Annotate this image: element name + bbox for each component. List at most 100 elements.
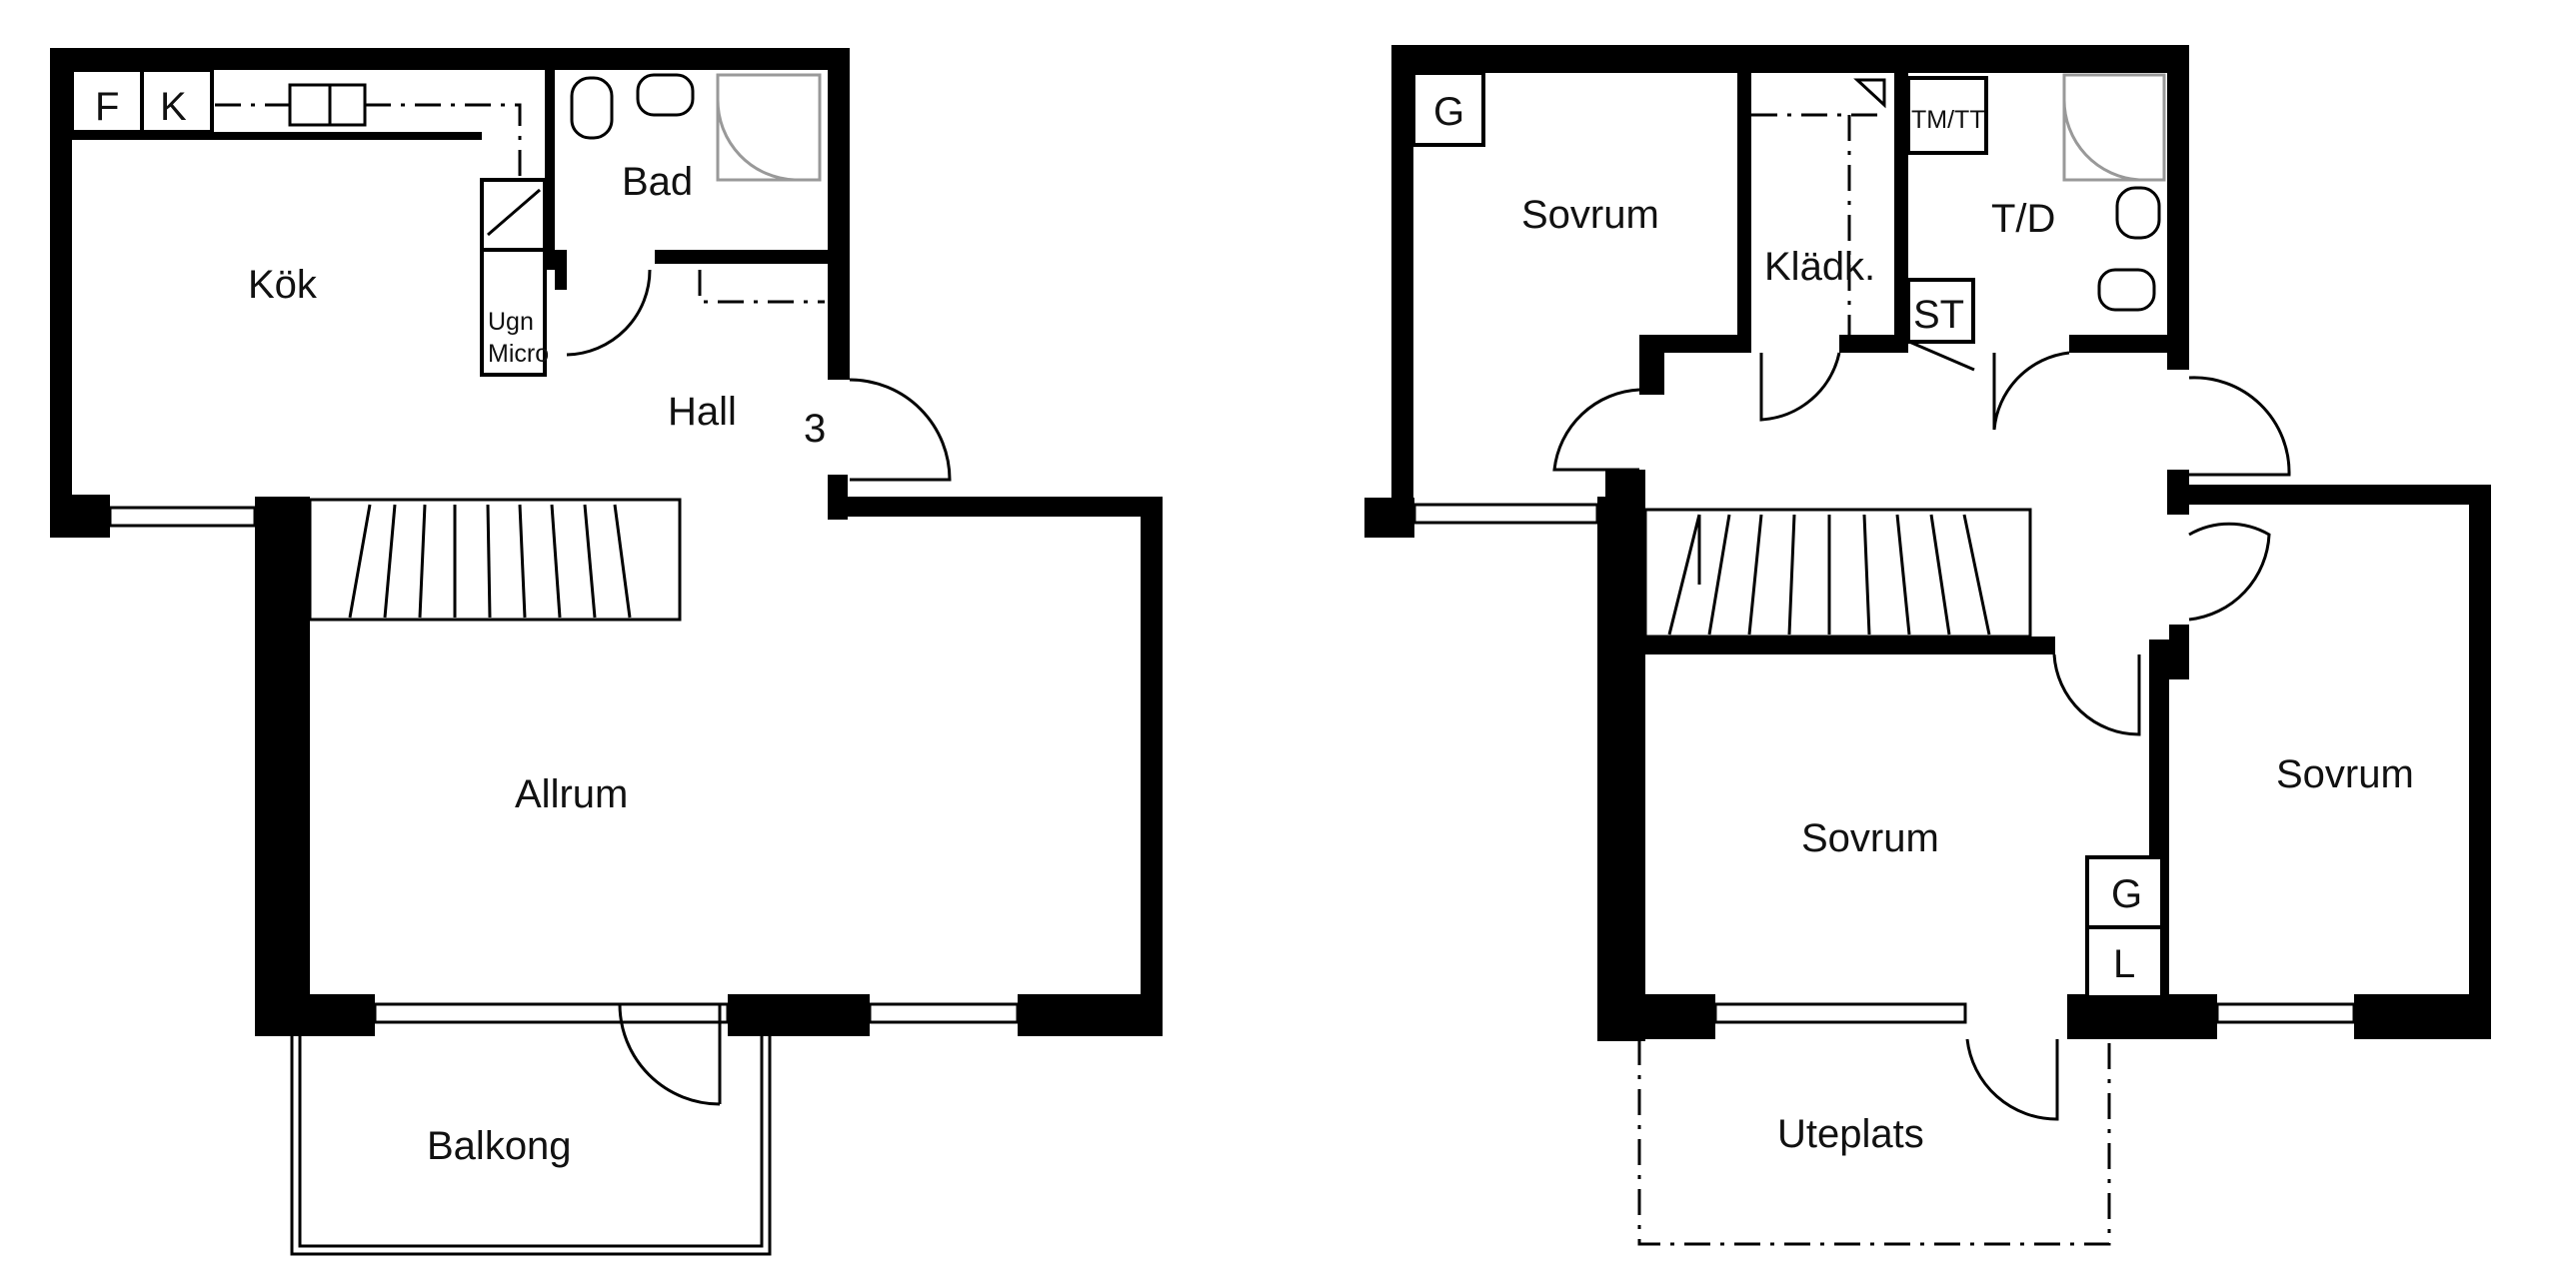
- washer-dryer-label: TM/TT: [1911, 106, 1985, 134]
- stair-step: [1862, 514, 1871, 636]
- wall: [1597, 497, 1645, 1041]
- sink: [636, 73, 695, 117]
- door-swing: [2188, 522, 2271, 622]
- fridge-label: F: [95, 85, 119, 129]
- wall: [1737, 73, 1751, 353]
- stair-step: [1667, 514, 1701, 636]
- wardrobe-top-box: [1411, 71, 1485, 147]
- wall: [2167, 485, 2489, 505]
- room-label-kitchen: Kök: [248, 263, 318, 307]
- shower: [2062, 73, 2166, 182]
- door-swing: [2188, 376, 2291, 477]
- room-label-patio: Uteplats: [1777, 1112, 1924, 1156]
- linen-closet-box: [2085, 925, 2164, 999]
- storage-cabinet-label: ST: [1913, 293, 1964, 337]
- microwave-label: Micro: [488, 340, 549, 368]
- room-label-laundry-bathroom: T/D: [1991, 197, 2055, 241]
- door-swing: [2052, 653, 2141, 736]
- wall: [2067, 994, 2217, 1039]
- freezer-label: K: [160, 85, 187, 129]
- toilet: [2115, 186, 2161, 240]
- wall: [2069, 335, 2189, 353]
- wardrobe-top-label: G: [1433, 90, 1464, 134]
- wall: [828, 48, 850, 380]
- wall: [2354, 994, 2491, 1039]
- room-label-walk-in-closet: Klädk.: [1764, 245, 1875, 289]
- room-label-bathroom: Bad: [622, 160, 693, 204]
- window: [108, 506, 257, 528]
- stair-step: [418, 504, 427, 619]
- wall: [1645, 637, 2055, 654]
- oven-label: Ugn: [488, 308, 534, 336]
- freezer-box: [140, 68, 214, 134]
- wall: [1839, 335, 1901, 353]
- window: [373, 1002, 730, 1024]
- stair-step: [583, 504, 597, 619]
- stove: [288, 83, 367, 127]
- room-label-bedroom-top-left: Sovrum: [1521, 193, 1659, 237]
- wall: [2469, 485, 2491, 1039]
- window: [1412, 503, 1599, 525]
- stair-step: [518, 504, 527, 619]
- staircase: [308, 498, 682, 622]
- wall: [1018, 994, 1163, 1036]
- stair-step: [348, 504, 372, 619]
- balcony-railing: [298, 1036, 764, 1248]
- shower: [716, 73, 822, 182]
- door-swing: [1552, 388, 1640, 472]
- floor-1-plan: F K Ugn Micro Kök Bad Hall 3 Allrum Balk…: [50, 48, 1163, 1256]
- wall: [2167, 45, 2189, 370]
- room-label-bedroom-middle: Sovrum: [1801, 816, 1939, 860]
- fridge-box: [70, 68, 144, 134]
- stair-step: [613, 504, 632, 619]
- dishwasher: [487, 188, 541, 237]
- stair-step: [486, 504, 492, 619]
- door-swing: [618, 1003, 721, 1106]
- door-leaf: [1908, 340, 1975, 372]
- entrance-number: 3: [804, 407, 826, 451]
- stair-step: [1787, 514, 1796, 636]
- room-label-living-room: Allrum: [515, 772, 628, 816]
- room-label-balcony: Balkong: [427, 1124, 572, 1168]
- patio-outline: [1637, 1039, 2111, 1246]
- closet-corner: [1853, 78, 1886, 109]
- wardrobe-bottom-label: G: [2111, 872, 2142, 916]
- wall: [255, 994, 375, 1036]
- stair-step: [1962, 514, 1991, 636]
- door-swing: [1965, 1038, 2059, 1121]
- sink: [2097, 268, 2156, 312]
- wall: [1364, 498, 1414, 538]
- stair-step: [1895, 514, 1911, 636]
- door-swing: [849, 378, 952, 482]
- floor-2-plan: G TM/TT ST G L Sovrum Klädk. T/D Sovrum …: [1364, 45, 2491, 1246]
- window: [1713, 1002, 1967, 1024]
- wardrobe-bottom-box: [2085, 855, 2164, 929]
- wall: [1605, 470, 1645, 515]
- door-swing: [566, 269, 652, 357]
- room-label-bedroom-right: Sovrum: [2276, 752, 2414, 796]
- counter-line: [215, 103, 522, 180]
- stair-step: [550, 504, 562, 619]
- wall: [2169, 625, 2189, 679]
- door-swing: [1759, 352, 1841, 422]
- stair-step: [1929, 514, 1951, 636]
- stair-step: [1707, 514, 1731, 636]
- door-swing: [1992, 351, 2070, 431]
- toilet: [570, 76, 614, 140]
- wall: [1894, 73, 1908, 353]
- wall: [2167, 470, 2189, 515]
- washer-dryer-box: [1906, 76, 1988, 155]
- linen-closet-label: L: [2113, 942, 2135, 986]
- stair-step: [383, 504, 397, 619]
- storage-cabinet-box: [1906, 278, 1975, 344]
- wall: [1391, 45, 2189, 73]
- wall: [828, 497, 1163, 517]
- dishwasher: [480, 178, 547, 252]
- window: [2215, 1002, 2356, 1024]
- wall: [255, 497, 310, 1036]
- balcony-railing: [290, 1004, 772, 1256]
- wall: [1597, 994, 1715, 1039]
- staircase: [1643, 508, 2032, 639]
- wall: [1639, 335, 1751, 353]
- wall: [1141, 497, 1163, 1036]
